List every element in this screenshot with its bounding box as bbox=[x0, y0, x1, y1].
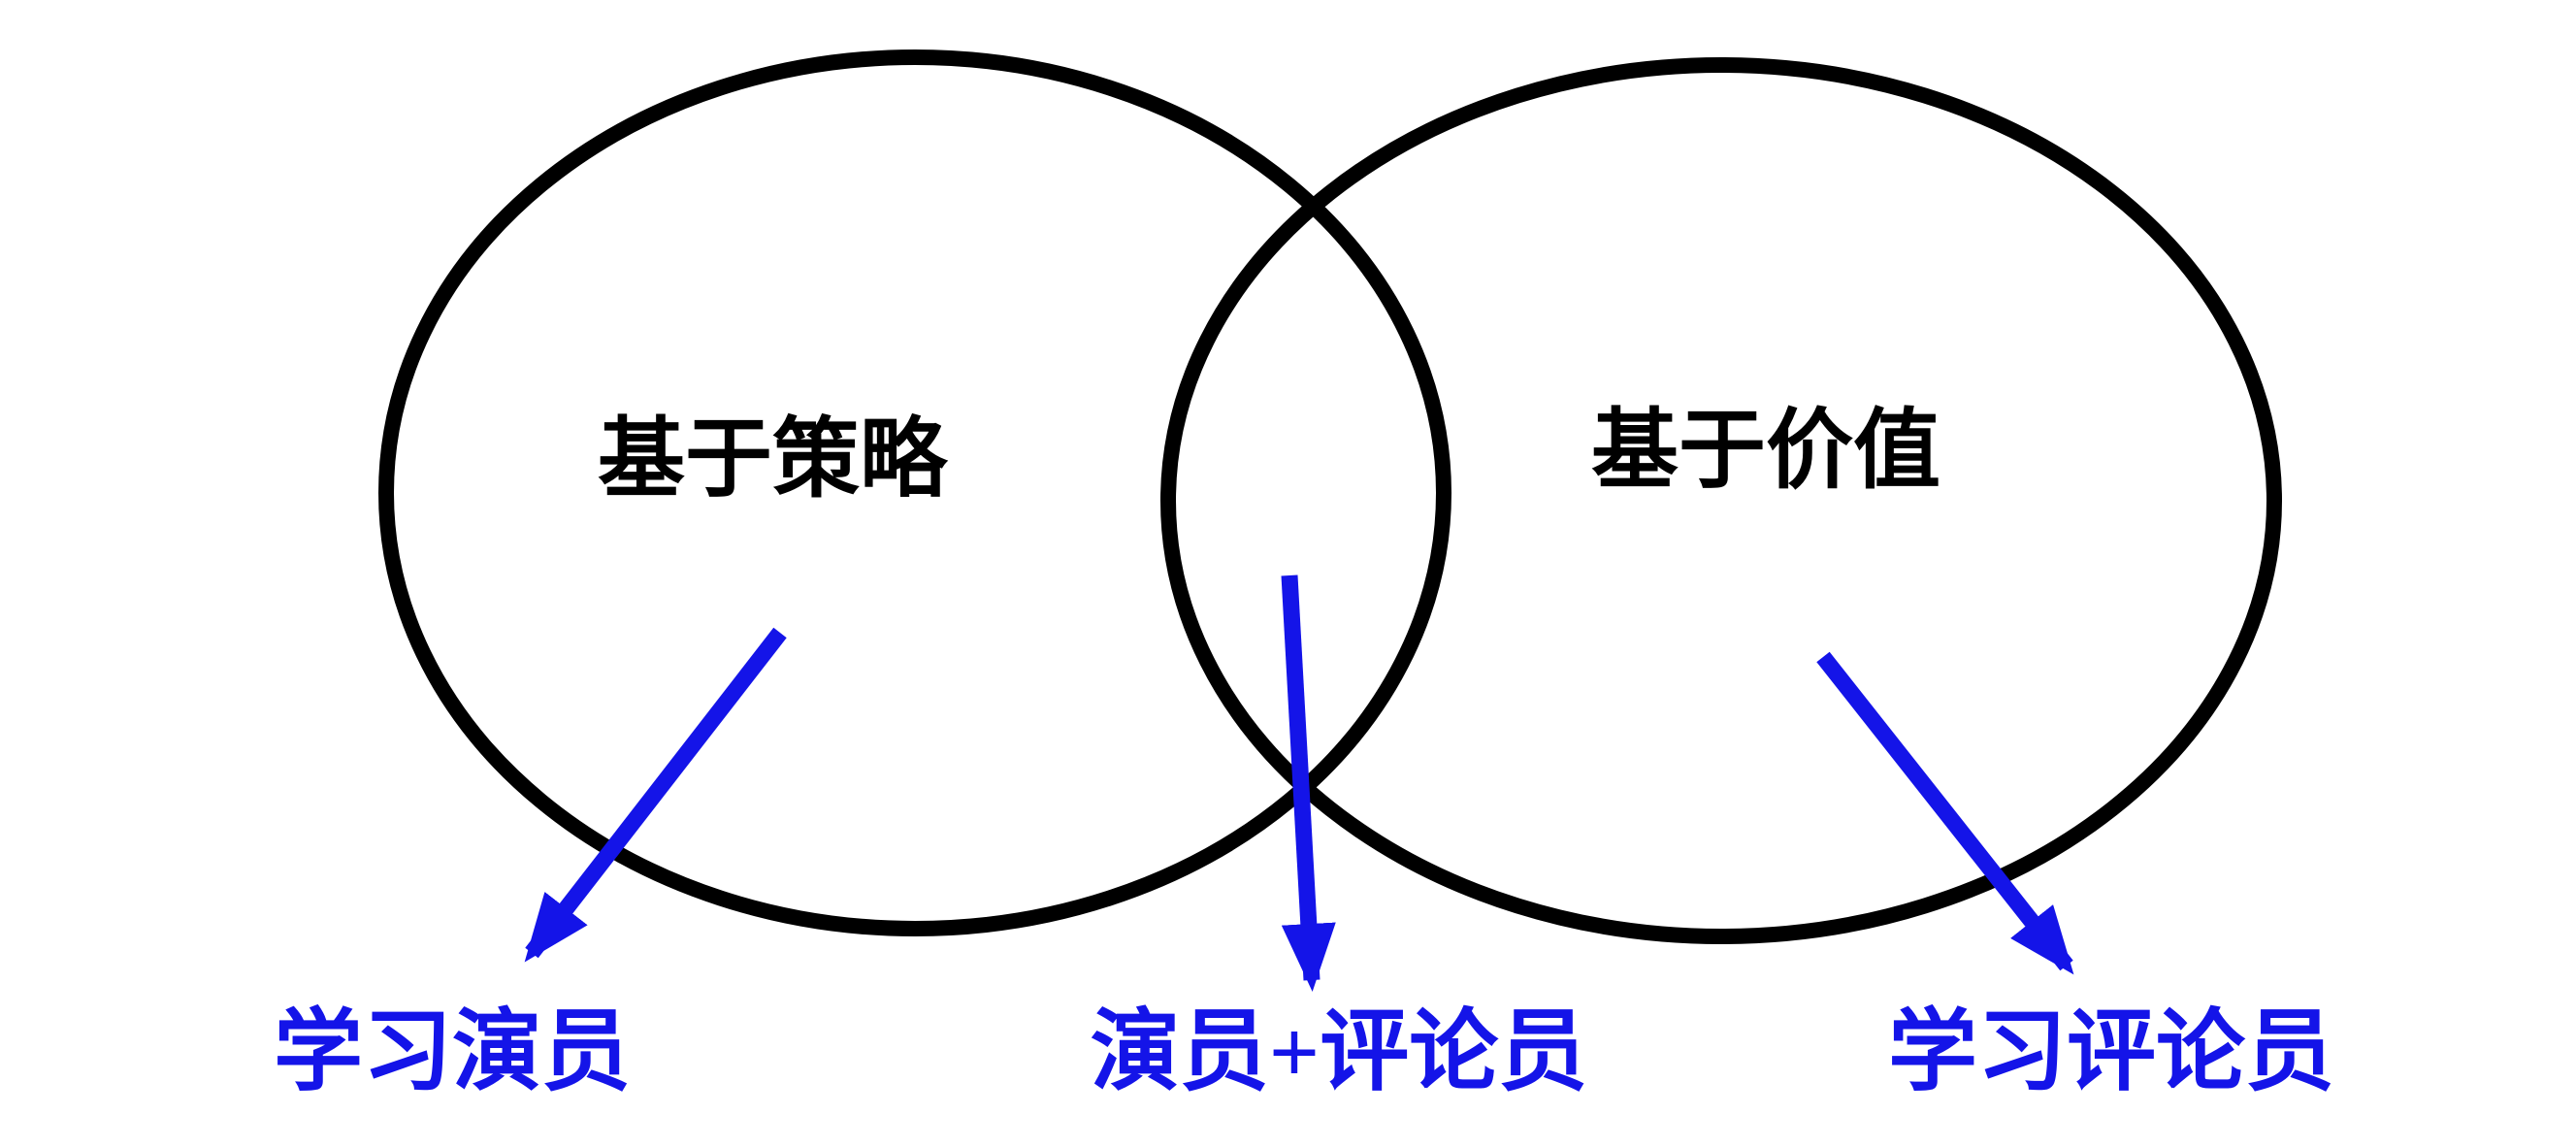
intersection-result-label: 演员+评论员 bbox=[1091, 1002, 1587, 1101]
right-circle bbox=[1160, 57, 2282, 944]
left-circle-label: 基于策略 bbox=[598, 412, 949, 508]
left-arrow bbox=[524, 627, 787, 963]
right-result-label: 学习评论员 bbox=[1888, 1002, 2334, 1101]
right-circle-label: 基于价值 bbox=[1591, 404, 1940, 500]
right-arrow bbox=[1816, 651, 2074, 975]
middle-arrow bbox=[1281, 574, 1336, 992]
left-result-label: 学习演员 bbox=[274, 1002, 631, 1101]
left-circle bbox=[378, 49, 1451, 936]
